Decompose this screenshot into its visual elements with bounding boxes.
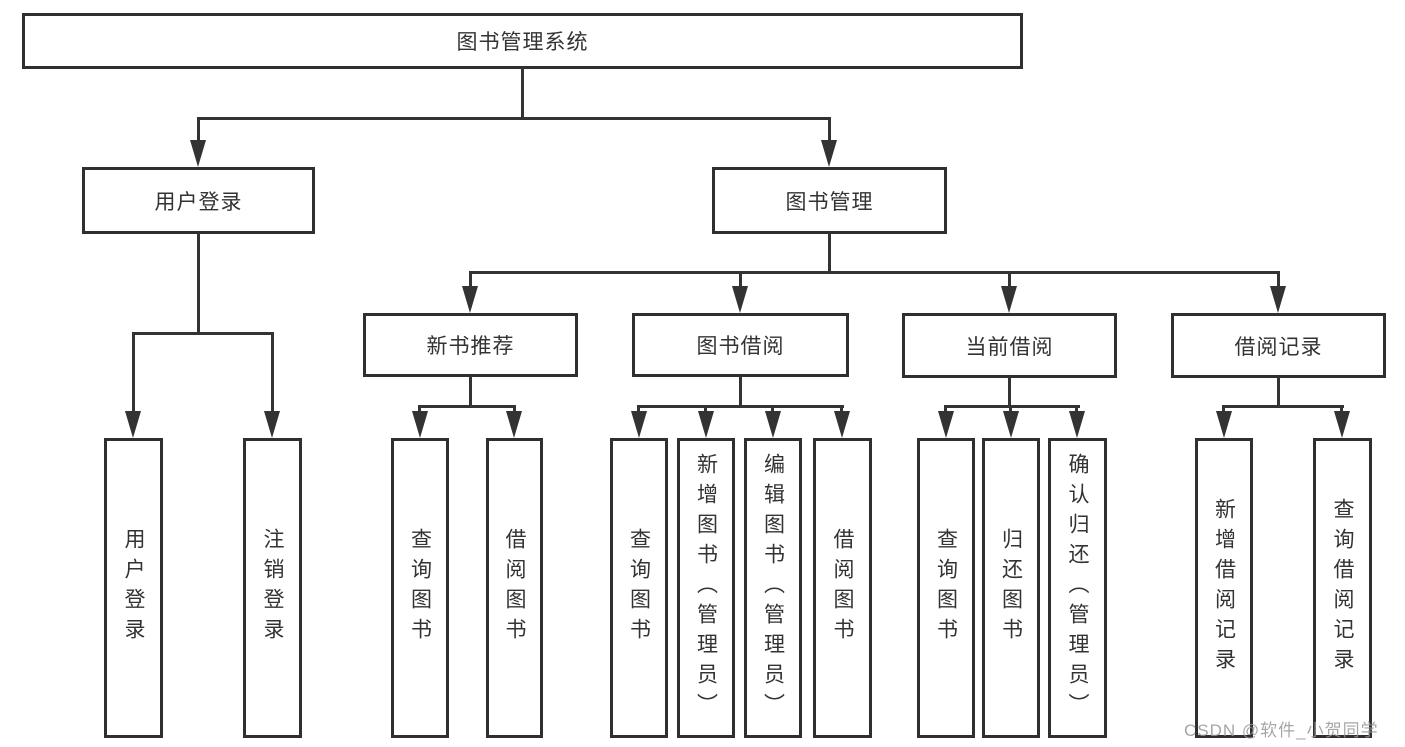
leaf-query-books-recommend: 查询图书	[391, 438, 449, 738]
connector-book-management-vertical	[828, 233, 831, 274]
connector-stub	[771, 405, 774, 415]
node-new-book-recommendation: 新书推荐	[363, 313, 578, 377]
leaf-label: 借阅图书	[503, 528, 527, 648]
leaf-return-books: 归还图书	[982, 438, 1040, 738]
connector-stub	[1009, 405, 1012, 415]
connector-user-login-horizontal	[132, 332, 274, 335]
connector-stub	[1075, 405, 1078, 415]
leaf-label: 查询图书	[408, 528, 432, 648]
connector-user-login-vertical	[197, 233, 200, 335]
leaf-add-book-admin: 新增图书（管理员）	[677, 438, 735, 738]
node-book-borrowing: 图书借阅	[632, 313, 849, 377]
arrow-down-icon	[264, 411, 280, 438]
arrow-down-icon	[821, 140, 837, 167]
arrow-down-icon	[834, 411, 850, 438]
leaf-label: 编辑图书（管理员）	[761, 453, 785, 723]
node-label: 用户登录	[154, 190, 243, 214]
connector-stub	[1277, 271, 1280, 289]
leaf-query-borrow-record: 查询借阅记录	[1313, 438, 1372, 738]
leaf-query-books-current: 查询图书	[917, 438, 975, 738]
arrow-down-icon	[412, 411, 428, 438]
connector-vertical	[739, 376, 742, 408]
connector-stub	[1340, 405, 1343, 415]
csdn-watermark: CSDN @软件_小贺同学	[1184, 721, 1379, 740]
connector-stub	[197, 117, 200, 145]
leaf-label: 新增图书（管理员）	[694, 453, 718, 723]
leaf-edit-book-admin: 编辑图书（管理员）	[744, 438, 802, 738]
arrow-down-icon	[1216, 411, 1232, 438]
node-book-management: 图书管理	[712, 167, 947, 234]
connector-stub	[828, 117, 831, 145]
connector-root-vertical	[521, 68, 524, 119]
node-user-login: 用户登录	[82, 167, 315, 234]
leaf-label: 用户登录	[122, 528, 146, 648]
arrow-down-icon	[190, 140, 206, 167]
node-label: 图书管理系统	[456, 31, 589, 54]
leaf-confirm-return-admin: 确认归还（管理员）	[1048, 438, 1107, 738]
connector-horizontal	[418, 405, 516, 408]
connector-stub	[1222, 405, 1225, 415]
arrow-down-icon	[506, 411, 522, 438]
node-label: 新书推荐	[426, 335, 515, 358]
connector-book-management-horizontal	[469, 271, 1280, 274]
leaf-label: 确认归还（管理员）	[1066, 453, 1090, 723]
node-borrowing-records: 借阅记录	[1171, 313, 1386, 378]
node-label: 当前借阅	[965, 335, 1054, 359]
connector-vertical	[1008, 377, 1011, 408]
arrow-down-icon	[1001, 286, 1017, 313]
leaf-add-borrow-record: 新增借阅记录	[1195, 438, 1253, 738]
node-label: 图书管理	[785, 190, 874, 214]
leaf-user-login: 用户登录	[104, 438, 163, 738]
node-book-management-system: 图书管理系统	[22, 13, 1023, 69]
leaf-query-books-borrowing: 查询图书	[610, 438, 668, 738]
node-label: 借阅记录	[1234, 335, 1323, 359]
arrow-down-icon	[732, 286, 748, 313]
connector-horizontal	[944, 405, 1080, 408]
connector-vertical	[469, 376, 472, 408]
leaf-label: 查询图书	[934, 528, 958, 648]
arrow-down-icon	[631, 411, 647, 438]
arrow-down-icon	[1069, 411, 1085, 438]
leaf-borrow-books-recommend: 借阅图书	[486, 438, 543, 738]
leaf-label: 借阅图书	[831, 528, 855, 648]
leaf-label: 注销登录	[261, 528, 285, 648]
connector-stub	[418, 405, 421, 415]
leaf-borrow-books-borrowing: 借阅图书	[813, 438, 872, 738]
arrow-down-icon	[1270, 286, 1286, 313]
connector-stub	[1008, 271, 1011, 289]
leaf-label: 查询借阅记录	[1331, 498, 1355, 678]
arrow-down-icon	[938, 411, 954, 438]
arrow-down-icon	[765, 411, 781, 438]
connector-root-horizontal	[198, 117, 831, 120]
connector-horizontal	[637, 405, 844, 408]
leaf-label: 归还图书	[999, 528, 1023, 648]
connector-stub	[840, 405, 843, 415]
connector-vertical	[1277, 377, 1280, 408]
connector-stub	[271, 332, 274, 414]
connector-stub	[469, 271, 472, 289]
leaf-label: 查询图书	[627, 528, 651, 648]
node-label: 图书借阅	[696, 335, 785, 358]
connector-stub	[513, 405, 516, 415]
connector-stub	[704, 405, 707, 415]
arrow-down-icon	[698, 411, 714, 438]
node-current-borrowing: 当前借阅	[902, 313, 1117, 378]
arrow-down-icon	[1334, 411, 1350, 438]
connector-stub	[132, 332, 135, 414]
arrow-down-icon	[462, 286, 478, 313]
arrow-down-icon	[1003, 411, 1019, 438]
connector-stub	[944, 405, 947, 415]
leaf-logout: 注销登录	[243, 438, 302, 738]
connector-horizontal	[1222, 405, 1344, 408]
arrow-down-icon	[125, 411, 141, 438]
leaf-label: 新增借阅记录	[1212, 498, 1236, 678]
connector-stub	[739, 271, 742, 289]
connector-stub	[637, 405, 640, 415]
